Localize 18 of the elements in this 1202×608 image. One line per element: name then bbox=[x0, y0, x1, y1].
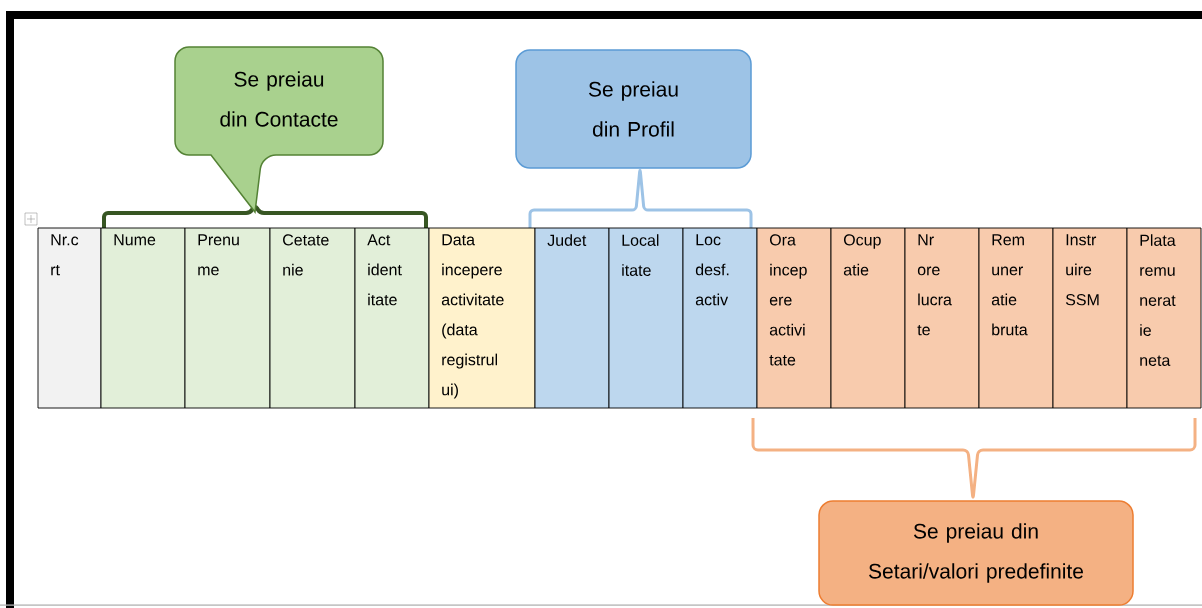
header-cell: Nr.c rt bbox=[37, 227, 102, 409]
header-cell: Judet bbox=[534, 227, 610, 409]
header-cell: Plata remu nerat ie neta bbox=[1126, 227, 1202, 409]
header-cell: Ocup atie bbox=[830, 227, 906, 409]
header-cell: Instr uire SSM bbox=[1052, 227, 1128, 409]
header-cell: Nume bbox=[100, 227, 186, 409]
header-cell: Ora incep ere activi tate bbox=[756, 227, 832, 409]
callout-box: Se preiau din Profil bbox=[515, 49, 752, 169]
header-cell: Prenu me bbox=[184, 227, 271, 409]
header-cell: Data incepere activitate (data registrul ui) bbox=[428, 227, 536, 409]
header-cell: Cetate nie bbox=[269, 227, 356, 409]
callout-box: Se preiau din Setari/valori predefinite bbox=[818, 500, 1134, 606]
header-cell: Nr ore lucra te bbox=[904, 227, 980, 409]
header-cell: Rem uner atie bruta bbox=[978, 227, 1054, 409]
header-cell: Act ident itate bbox=[354, 227, 430, 409]
callout-box: Se preiau din Contacte bbox=[174, 46, 384, 213]
header-cell: Loc desf. activ bbox=[682, 227, 758, 409]
header-cell: Local itate bbox=[608, 227, 684, 409]
